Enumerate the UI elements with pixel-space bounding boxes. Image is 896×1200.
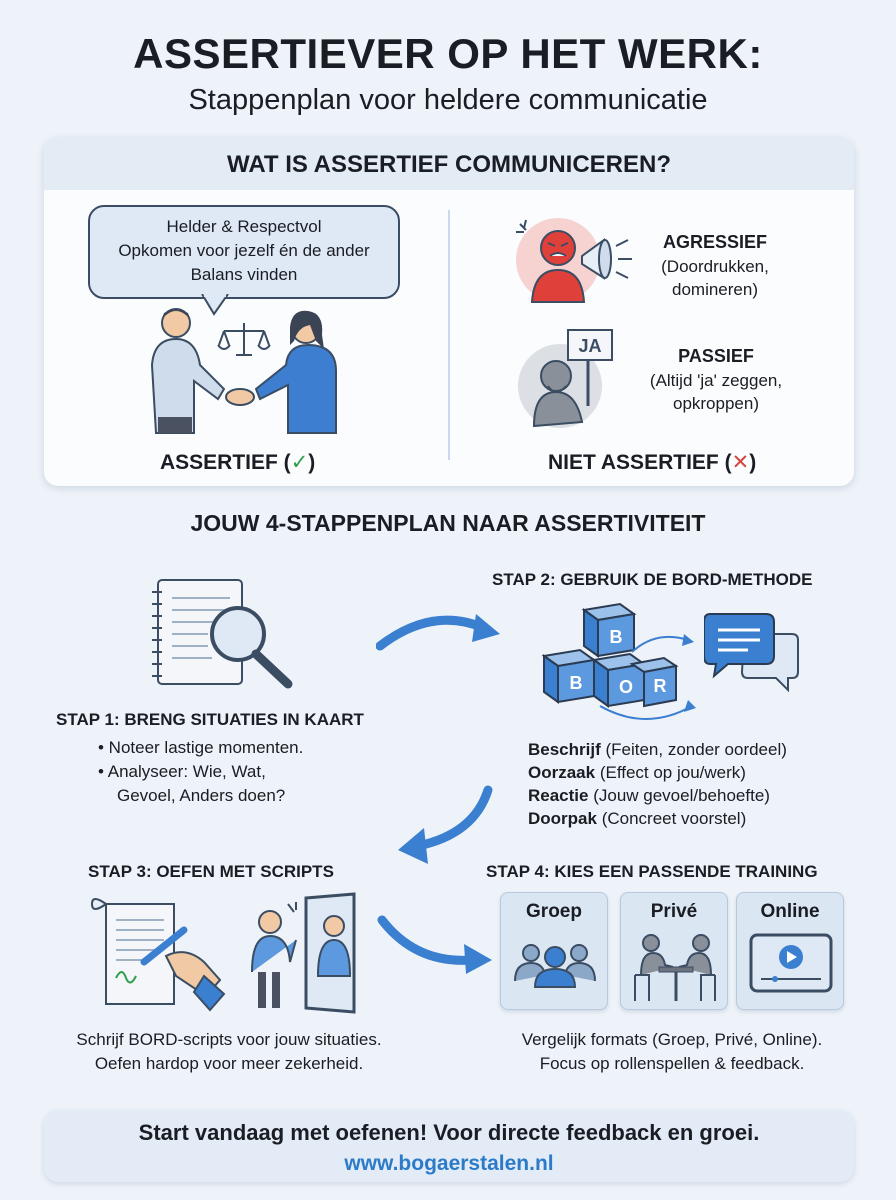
step4-title: STAP 4: KIES EEN PASSENDE TRAINING <box>486 862 818 881</box>
option-label: Privé <box>650 901 698 922</box>
mirror-practice-icon <box>251 892 356 1014</box>
chat-bubbles-icon <box>704 613 799 693</box>
passive-sign-text: JA <box>578 336 601 356</box>
intro-heading: WAT IS ASSERTIEF COMMUNICEREN? <box>44 138 854 190</box>
bubble-line: Balans vinden <box>190 265 298 284</box>
step3-title: STAP 3: OEFEN MET SCRIPTS <box>88 862 334 881</box>
bord-item: Reactie (Jouw gevoel/behoefte) <box>528 786 770 805</box>
cycle-arrows-icon <box>599 634 696 720</box>
not-assertive-label: NIET ASSERTIEF (✕) <box>548 451 757 474</box>
video-tablet-icon <box>749 933 833 993</box>
passive-title: PASSIEF <box>678 346 754 366</box>
step3-text: Schrijf BORD-scripts voor jouw situaties… <box>76 1030 382 1073</box>
arrow-right-2-icon <box>377 915 492 974</box>
bord-item: Doorpak (Concreet voorstel) <box>528 809 747 828</box>
option-card-prive[interactable]: Privé <box>620 892 728 1010</box>
bubble-line: Helder & Respectvol <box>166 217 322 236</box>
notebook-magnifier-icon <box>152 579 293 689</box>
bubble-line: Opkomen voor jezelf én de ander <box>118 241 370 260</box>
passive-icon: JA <box>518 329 613 428</box>
website-link[interactable]: www.bogaerstalen.nl <box>344 1152 554 1175</box>
step4-text: Vergelijk formats (Groep, Privé, Online)… <box>521 1030 823 1073</box>
group-icon <box>514 944 596 988</box>
passive-desc: (Altijd 'ja' zeggen, opkroppen) <box>649 371 783 413</box>
cta-text: Start vandaag met oefenen! Voor directe … <box>138 1120 760 1145</box>
assertive-label: ASSERTIEF (✓) <box>160 451 316 474</box>
option-label: Groep <box>526 901 582 922</box>
intro-divider <box>448 210 450 460</box>
option-card-online[interactable]: Online <box>736 892 844 1010</box>
cta-banner: Start vandaag met oefenen! Voor directe … <box>44 1110 854 1182</box>
page-title: ASSERTIEVER OP HET WERK: <box>133 30 763 77</box>
bord-blocks-icon: B B O R <box>541 602 679 708</box>
cross-icon: ✕ <box>731 451 750 474</box>
aggressive-desc: (Doordrukken, domineren) <box>661 257 769 299</box>
option-card-group[interactable]: Groep <box>500 892 608 1010</box>
aggressive-title: AGRESSIEF <box>662 232 768 252</box>
block-letter: O <box>619 677 633 697</box>
script-writing-icon <box>90 898 226 1012</box>
handshake-icon <box>150 308 337 434</box>
step1-bullet: • Analyseer: Wie, Wat, <box>98 762 266 781</box>
block-letter: B <box>610 627 623 647</box>
page-subtitle: Stappenplan voor heldere communicatie <box>188 84 708 116</box>
speech-bubble: Helder & Respectvol Opkomen voor jezelf … <box>88 205 400 299</box>
step1-bullets: • Noteer lastige momenten. • Analyseer: … <box>98 736 303 808</box>
private-icon <box>634 934 716 1001</box>
step1-title: STAP 1: BRENG SITUATIES IN KAART <box>56 710 364 729</box>
block-letter: B <box>570 673 583 693</box>
bubble-tail <box>201 294 229 316</box>
arrow-down-left-icon <box>398 785 493 864</box>
bord-item: Beschrijf (Feiten, zonder oordeel) <box>528 740 787 759</box>
bord-item: Oorzaak (Effect op jou/werk) <box>528 763 746 782</box>
step2-title: STAP 2: GEBRUIK DE BORD-METHODE <box>492 570 813 589</box>
check-icon: ✓ <box>290 451 309 474</box>
block-letter: R <box>654 676 667 696</box>
bord-list: Beschrijf (Feiten, zonder oordeel) Oorza… <box>528 738 787 830</box>
arrow-right-icon <box>376 614 500 651</box>
step1-bullet-cont: Gevoel, Anders doen? <box>117 786 286 805</box>
option-label: Online <box>760 901 820 922</box>
plan-heading: JOUW 4-STAPPENPLAN NAAR ASSERTIVITEIT <box>190 510 706 536</box>
aggressive-icon <box>516 218 632 303</box>
step1-bullet: • Noteer lastige momenten. <box>98 738 304 757</box>
